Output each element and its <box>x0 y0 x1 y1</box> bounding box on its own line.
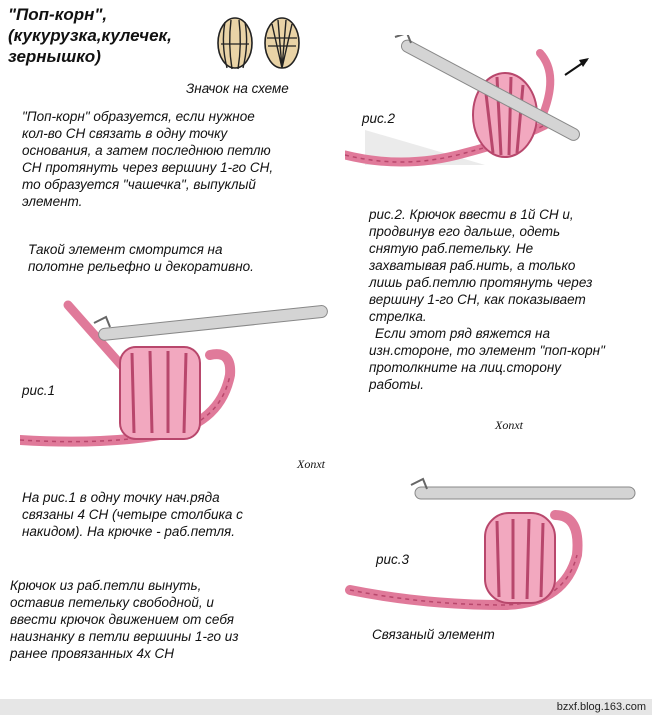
figure-2-description: рис.2. Крючок ввести в 1й СН и, продвину… <box>369 206 605 393</box>
text-line: работы. <box>369 377 425 392</box>
text-line: накидом). На крючке - раб.петля. <box>22 524 236 539</box>
text-line: На рис.1 в одну точку нач.ряда <box>22 490 220 505</box>
text-line: элемент. <box>22 194 83 209</box>
text-line: изн.стороне, то элемент "поп-корн" <box>369 343 605 358</box>
text-line: оставив петельку свободной, и <box>10 595 214 610</box>
figure-3-illustration <box>345 477 636 611</box>
intro-paragraph: "Поп-корн" образуется, если нужное кол-в… <box>22 108 273 210</box>
signature: Xonxt <box>297 457 325 471</box>
figure-1-label: рис.1 <box>22 383 56 398</box>
text-line: полотне рельефно и декоративно. <box>28 259 254 274</box>
text-line: связаны 4 СН (четыре столбика с <box>22 507 243 522</box>
figure-2-illustration <box>345 35 589 167</box>
text-line: продвинув его дальше, одеть <box>369 224 561 239</box>
figure-3-label: рис.3 <box>376 552 410 567</box>
site-url: bzxf.blog.163.com <box>556 701 646 713</box>
popcorn-symbol-icon <box>217 17 253 70</box>
title-line-2: (кукурузка,кулечек, <box>8 26 172 45</box>
text-line: наизнанку в петли вершины 1-го из <box>10 629 239 644</box>
text-line: снятую раб.петельку. Не <box>369 241 534 256</box>
footer-bar: bzxf.blog.163.com <box>0 699 652 715</box>
figure-2-label: рис.2 <box>362 111 396 126</box>
figure-1-illustration <box>20 300 328 447</box>
page-title: "Поп-корн", (кукурузка,кулечек, зернышко… <box>8 4 172 67</box>
instructions-paragraph: Крючок из раб.петли вынуть, оставив пете… <box>10 577 239 662</box>
title-line-3: зернышко) <box>8 47 101 66</box>
title-line-1: "Поп-корн", <box>8 5 108 24</box>
signature: Xonxt <box>495 418 523 432</box>
text-line: Если этот ряд вяжется на <box>375 326 550 341</box>
text-line: лишь раб.петлю протянуть через <box>369 275 593 290</box>
text-line: стрелка. <box>369 309 427 324</box>
text-line: "Поп-корн" образуется, если нужное <box>22 109 255 124</box>
text-line: захватывая раб.нить, а только <box>369 258 576 273</box>
text-line: рис.2. Крючок ввести в 1й СН и, <box>369 207 574 222</box>
decor-paragraph: Такой элемент смотрится на полотне релье… <box>28 241 254 275</box>
text-line: ввести крючок движением от себя <box>10 612 234 627</box>
text-line: основания, а затем последнюю петлю <box>22 143 271 158</box>
figure-1-description: На рис.1 в одну точку нач.ряда связаны 4… <box>22 489 243 540</box>
text-line: Крючок из раб.петли вынуть, <box>10 578 202 593</box>
text-line: ранее провязанных 4х СН <box>10 646 175 661</box>
text-line: то образуется "чашечка", выпуклый <box>22 177 256 192</box>
figure-3-caption: Связаный элемент <box>372 627 495 642</box>
popcorn-symbol-alt-icon <box>264 17 300 69</box>
text-line: СН протянуть через вершину 1-го СН, <box>22 160 274 175</box>
text-line: протолкните на лиц.сторону <box>369 360 562 375</box>
symbol-caption: Значок на схеме <box>186 81 289 96</box>
text-line: кол-во СН связать в одну точку <box>22 126 228 141</box>
text-line: Такой элемент смотрится на <box>28 242 223 257</box>
text-line: вершину 1-го СН, как показывает <box>369 292 586 307</box>
